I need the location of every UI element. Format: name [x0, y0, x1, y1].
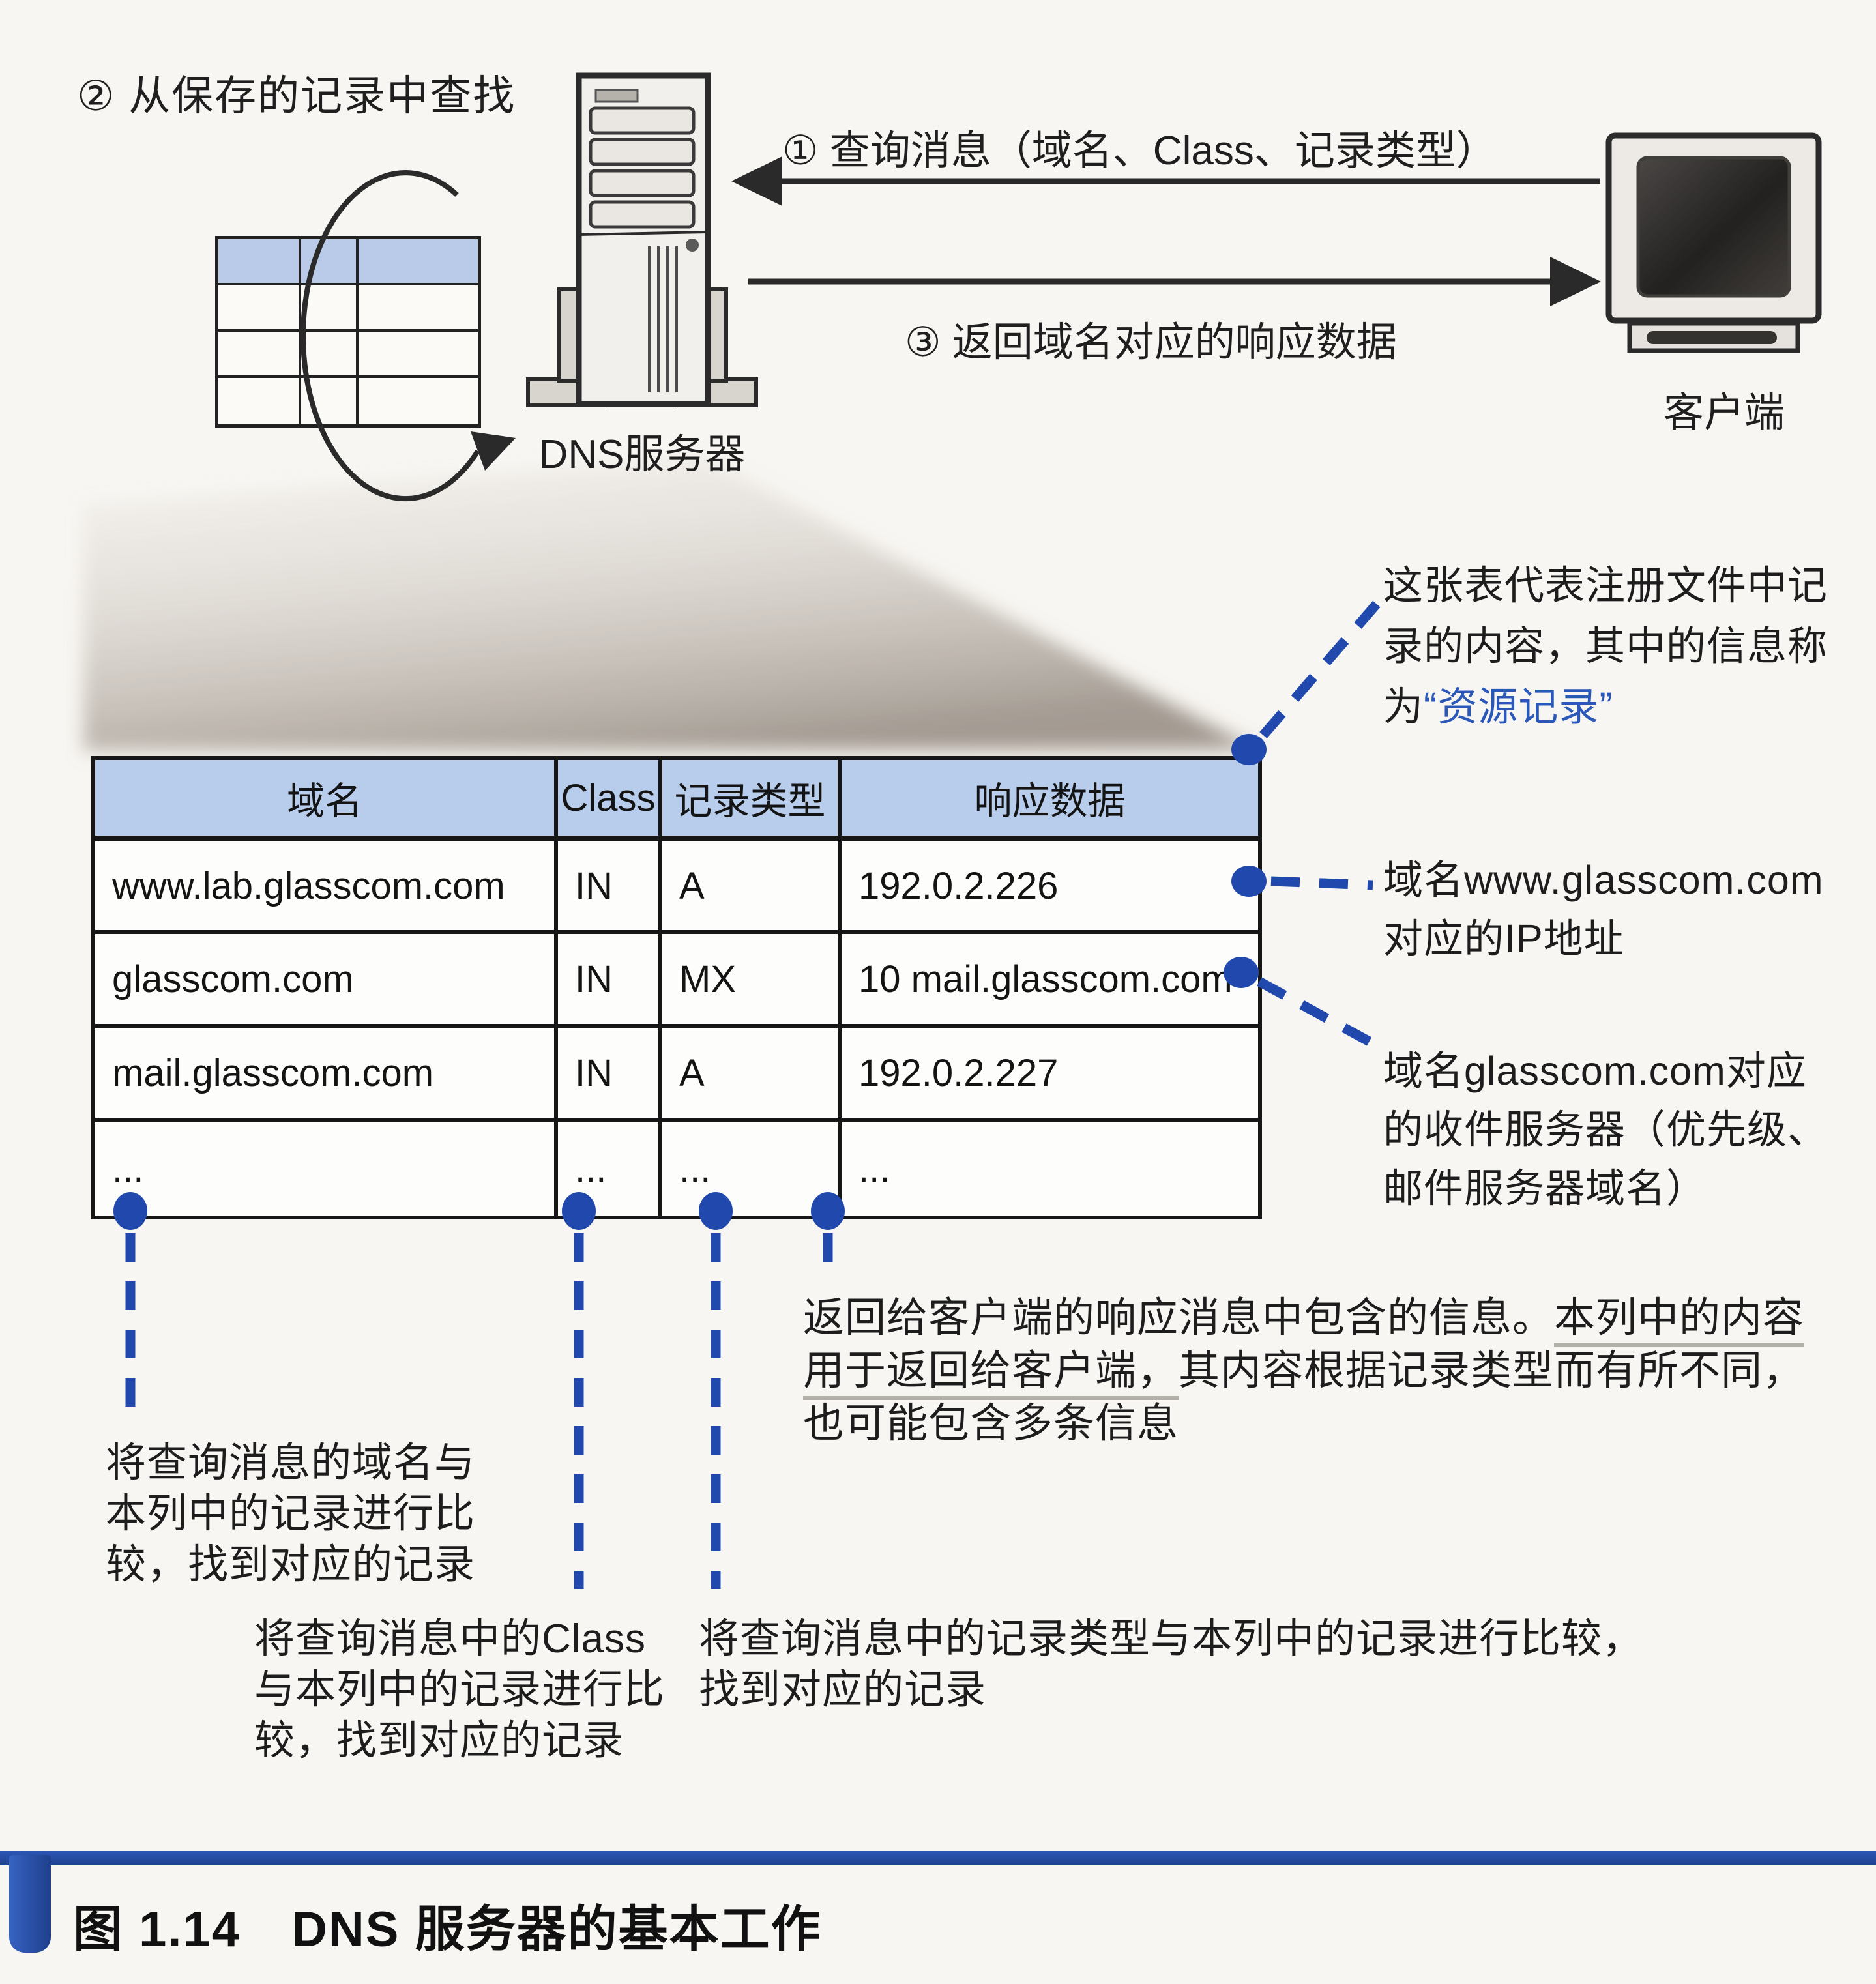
cell-response: ...: [838, 1118, 1262, 1219]
cell-class: ...: [554, 1118, 662, 1219]
table-row: glasscom.com IN MX 10 mail.glasscom.com: [91, 930, 1262, 1028]
column-header-rtype: 记录类型: [658, 756, 842, 841]
annotation-response-col-t1: 返回给客户端的响应消息中包含的信息。: [803, 1295, 1554, 1341]
cell-rtype: A: [658, 1024, 842, 1122]
cell-class: IN: [554, 836, 662, 934]
dns-server-label: DNS服务器: [538, 432, 746, 477]
mini-table-cell: [358, 239, 478, 285]
mini-table-cell: [301, 332, 359, 378]
beam-shape: [83, 458, 1258, 751]
stored-records-table-icon: [215, 236, 481, 428]
mini-table-cell: [218, 239, 302, 285]
mini-table-cell: [301, 285, 359, 332]
cell-class: IN: [554, 930, 662, 1028]
mini-table-cell: [218, 285, 302, 332]
annotation-response-col-u1: 本列中的内容: [1554, 1295, 1804, 1347]
annotation-class-col: 将查询消息中的Class与本列中的记录进行比较，找到对应的记录: [254, 1616, 666, 1763]
cell-response: 192.0.2.226: [838, 836, 1262, 934]
resource-record-table: 域名 Class 记录类型 响应数据 www.lab.glasscom.com …: [91, 756, 1262, 1219]
mini-table-cell: [301, 378, 359, 424]
message-arrows: [731, 156, 1601, 306]
response-arrow-head: [1550, 257, 1601, 306]
response-arrow-label: ③ 返回域名对应的响应数据: [905, 320, 1397, 365]
dns-server-icon: [526, 72, 758, 407]
client-computer-icon: [1605, 132, 1822, 353]
mini-table-cell: [218, 332, 302, 378]
table-row: ... ... ... ...: [91, 1118, 1262, 1219]
caption-rule: [0, 1851, 1876, 1865]
cell-domain: www.lab.glasscom.com: [91, 836, 558, 934]
annotation-response-col-u2: 用于返回给客户端，: [803, 1348, 1179, 1400]
cell-response: 192.0.2.227: [838, 1024, 1262, 1122]
mini-table-cell: [358, 332, 478, 378]
column-header-domain: 域名: [91, 756, 558, 841]
annotation-rtype-col: 将查询消息中的记录类型与本列中的记录进行比较，找到对应的记录: [699, 1616, 1644, 1712]
figure-caption: 图 1.14 DNS 服务器的基本工作: [73, 1902, 822, 1957]
lookup-cycle-arrow-icon: [300, 170, 516, 502]
annotation-domain-col: 将查询消息的域名与本列中的记录进行比较，找到对应的记录: [106, 1440, 476, 1587]
annotation-response-col-t2: 其内容根据记录类型而有所不同，也可能包含多条信息: [803, 1348, 1804, 1446]
table-row: mail.glasscom.com IN A 192.0.2.227: [91, 1024, 1262, 1122]
annotation-resource-record: 这张表代表注册文件中记录的内容，其中的信息称为“资源记录”: [1383, 555, 1859, 737]
annotation-resource-record-highlight: “资源记录”: [1424, 684, 1613, 729]
column-header-response: 响应数据: [838, 756, 1262, 841]
query-arrow-head: [731, 156, 782, 206]
cell-response: 10 mail.glasscom.com: [838, 930, 1262, 1028]
annotation-resource-record-text: 这张表代表注册文件中记录的内容，其中的信息称为: [1383, 563, 1828, 729]
cell-rtype: MX: [658, 930, 842, 1028]
mini-table-cell: [218, 378, 302, 424]
table-row: www.lab.glasscom.com IN A 192.0.2.226: [91, 836, 1262, 934]
annotation-mx: 域名glasscom.com对应的收件服务器（优先级、邮件服务器域名）: [1383, 1049, 1828, 1210]
cell-domain: ...: [91, 1118, 558, 1219]
query-arrow-label: ① 查询消息（域名、Class、记录类型）: [782, 128, 1497, 173]
step2-label: ② 从保存的记录中查找: [77, 72, 516, 119]
cell-rtype: ...: [658, 1118, 842, 1219]
cell-class: IN: [554, 1024, 662, 1122]
client-label: 客户端: [1663, 390, 1785, 435]
annotation-response-col: 返回给客户端的响应消息中包含的信息。本列中的内容用于返回给客户端，其内容根据记录…: [803, 1292, 1820, 1450]
caption-left-tab: [9, 1855, 51, 1953]
annotation-ip: 域名www.glasscom.com对应的IP地址: [1383, 858, 1824, 961]
mini-table-cell: [358, 285, 478, 332]
cell-domain: mail.glasscom.com: [91, 1024, 558, 1122]
table-header-row: 域名 Class 记录类型 响应数据: [91, 756, 1262, 841]
cell-domain: glasscom.com: [91, 930, 558, 1028]
cell-rtype: A: [658, 836, 842, 934]
column-header-class: Class: [554, 756, 662, 841]
